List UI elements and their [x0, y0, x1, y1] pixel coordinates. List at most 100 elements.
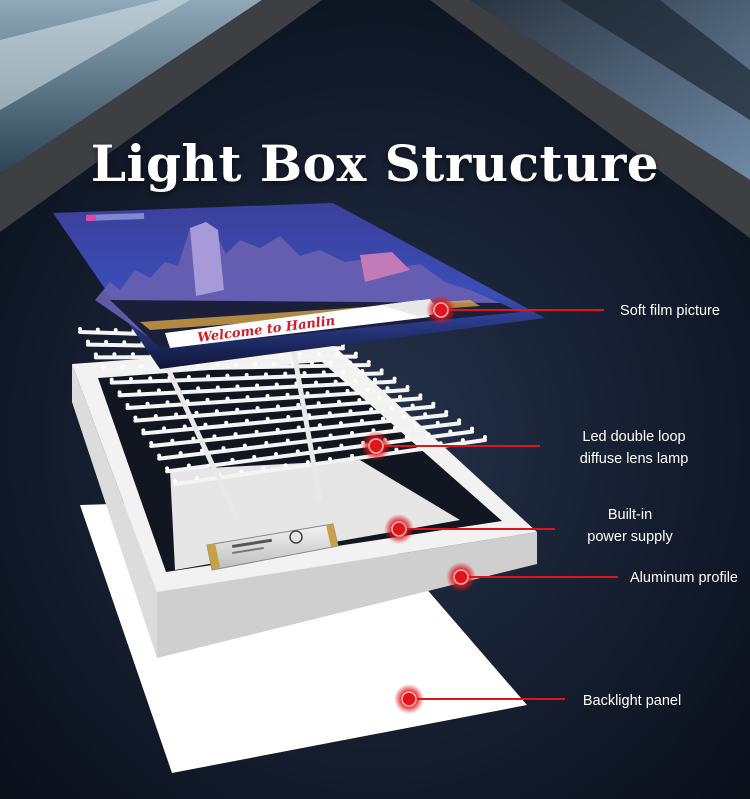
- callout-led-lamp: [361, 431, 540, 461]
- label-line: Backlight panel: [582, 693, 682, 709]
- led-bulb: [366, 360, 371, 364]
- led-bulb: [206, 374, 211, 379]
- led-bulb: [296, 402, 301, 407]
- led-bulb: [128, 377, 133, 381]
- led-bar: [173, 438, 487, 486]
- led-bulb: [317, 423, 322, 428]
- label-line: Soft film picture: [620, 303, 720, 319]
- led-bulb: [195, 475, 200, 480]
- led-bulb: [113, 328, 118, 333]
- led-bulb: [414, 423, 419, 428]
- led-bulb: [316, 401, 321, 406]
- led-bulb: [336, 399, 341, 404]
- label-line: Led double loop: [582, 429, 686, 445]
- led-bulb: [112, 352, 117, 357]
- label-power-supply: Built-in power supply: [560, 504, 700, 548]
- led-bulb: [252, 455, 257, 459]
- led-bulb: [309, 361, 314, 366]
- led-bulb: [274, 452, 279, 457]
- led-bulb: [328, 360, 333, 365]
- led-bulb: [305, 460, 310, 465]
- led-bulb: [120, 364, 125, 369]
- led-bulb: [285, 392, 290, 397]
- led-bulb: [394, 447, 399, 452]
- led-bulb: [130, 352, 135, 357]
- led-bulb: [137, 389, 142, 394]
- led-bulb: [145, 401, 150, 406]
- led-bulb: [255, 406, 260, 411]
- led-bulb: [117, 390, 122, 395]
- led-bulb: [341, 369, 346, 374]
- label-soft-film: Soft film picture: [600, 300, 740, 322]
- led-bulb: [325, 390, 330, 395]
- led-bulb: [186, 375, 191, 379]
- led-bulb: [244, 418, 249, 423]
- led-bulb: [224, 420, 229, 425]
- led-bulb: [275, 427, 280, 432]
- led-bulb: [125, 403, 130, 407]
- led-bulb: [156, 388, 161, 393]
- led-bulb: [377, 396, 382, 401]
- led-bulb: [153, 414, 158, 419]
- led-bulb: [93, 352, 98, 357]
- led-bulb: [398, 394, 403, 399]
- led-bulb: [109, 377, 114, 382]
- led-lamp-layer: [78, 327, 487, 522]
- callout-dot: [391, 521, 407, 537]
- led-bulb: [165, 400, 170, 405]
- led-bulb: [265, 394, 270, 398]
- led-bulb: [460, 438, 465, 443]
- led-bulb: [104, 339, 109, 344]
- led-bulb: [194, 410, 199, 415]
- soft-film-layer: Welcome to Hanlin: [53, 203, 545, 369]
- led-bulb: [302, 371, 307, 375]
- callout-backlight-panel: [394, 684, 565, 714]
- led-bulb: [95, 327, 100, 332]
- led-bulb: [196, 386, 201, 391]
- led-bulb: [170, 438, 175, 443]
- led-bulb: [122, 340, 127, 345]
- led-bulb: [235, 407, 240, 412]
- roof-frame: [0, 0, 750, 238]
- led-bulb: [372, 377, 377, 382]
- led-bulb: [483, 435, 487, 439]
- led-bulb: [470, 426, 475, 431]
- led-bulb: [275, 404, 280, 409]
- led-bulb: [174, 412, 179, 417]
- led-bulb: [245, 395, 250, 400]
- led-bulb: [141, 428, 146, 433]
- led-bulb: [296, 425, 301, 430]
- led-bulb: [285, 438, 290, 443]
- callout-dot: [433, 302, 449, 318]
- led-bulb: [182, 424, 187, 429]
- led-bulb: [339, 443, 344, 448]
- led-bulb: [350, 453, 355, 458]
- led-bulb: [283, 463, 288, 468]
- led-bar: [101, 363, 371, 372]
- led-bulb: [392, 376, 397, 381]
- led-bulb: [215, 362, 220, 367]
- led-bar: [133, 396, 423, 423]
- led-bulb: [321, 370, 326, 375]
- led-bulb: [225, 373, 230, 378]
- led-bulb: [457, 418, 462, 423]
- led-bulb: [379, 368, 384, 373]
- led-bulb: [101, 365, 106, 369]
- page-title: Light Box Structure: [90, 134, 660, 193]
- led-bulb: [404, 435, 409, 440]
- led-bulb: [335, 351, 340, 356]
- led-bulb: [444, 410, 449, 414]
- led-bulb: [423, 412, 428, 417]
- led-bulb: [402, 414, 407, 419]
- led-bulb: [305, 391, 310, 396]
- label-line: Built-in: [607, 507, 653, 523]
- led-bulb: [165, 466, 170, 471]
- led-bulb: [298, 351, 303, 356]
- led-bulb: [265, 416, 270, 421]
- led-bulb: [157, 453, 162, 458]
- led-bulb: [78, 327, 82, 331]
- callout-power-supply: [384, 514, 555, 544]
- led-bulb: [230, 457, 235, 462]
- led-bulb: [405, 385, 410, 389]
